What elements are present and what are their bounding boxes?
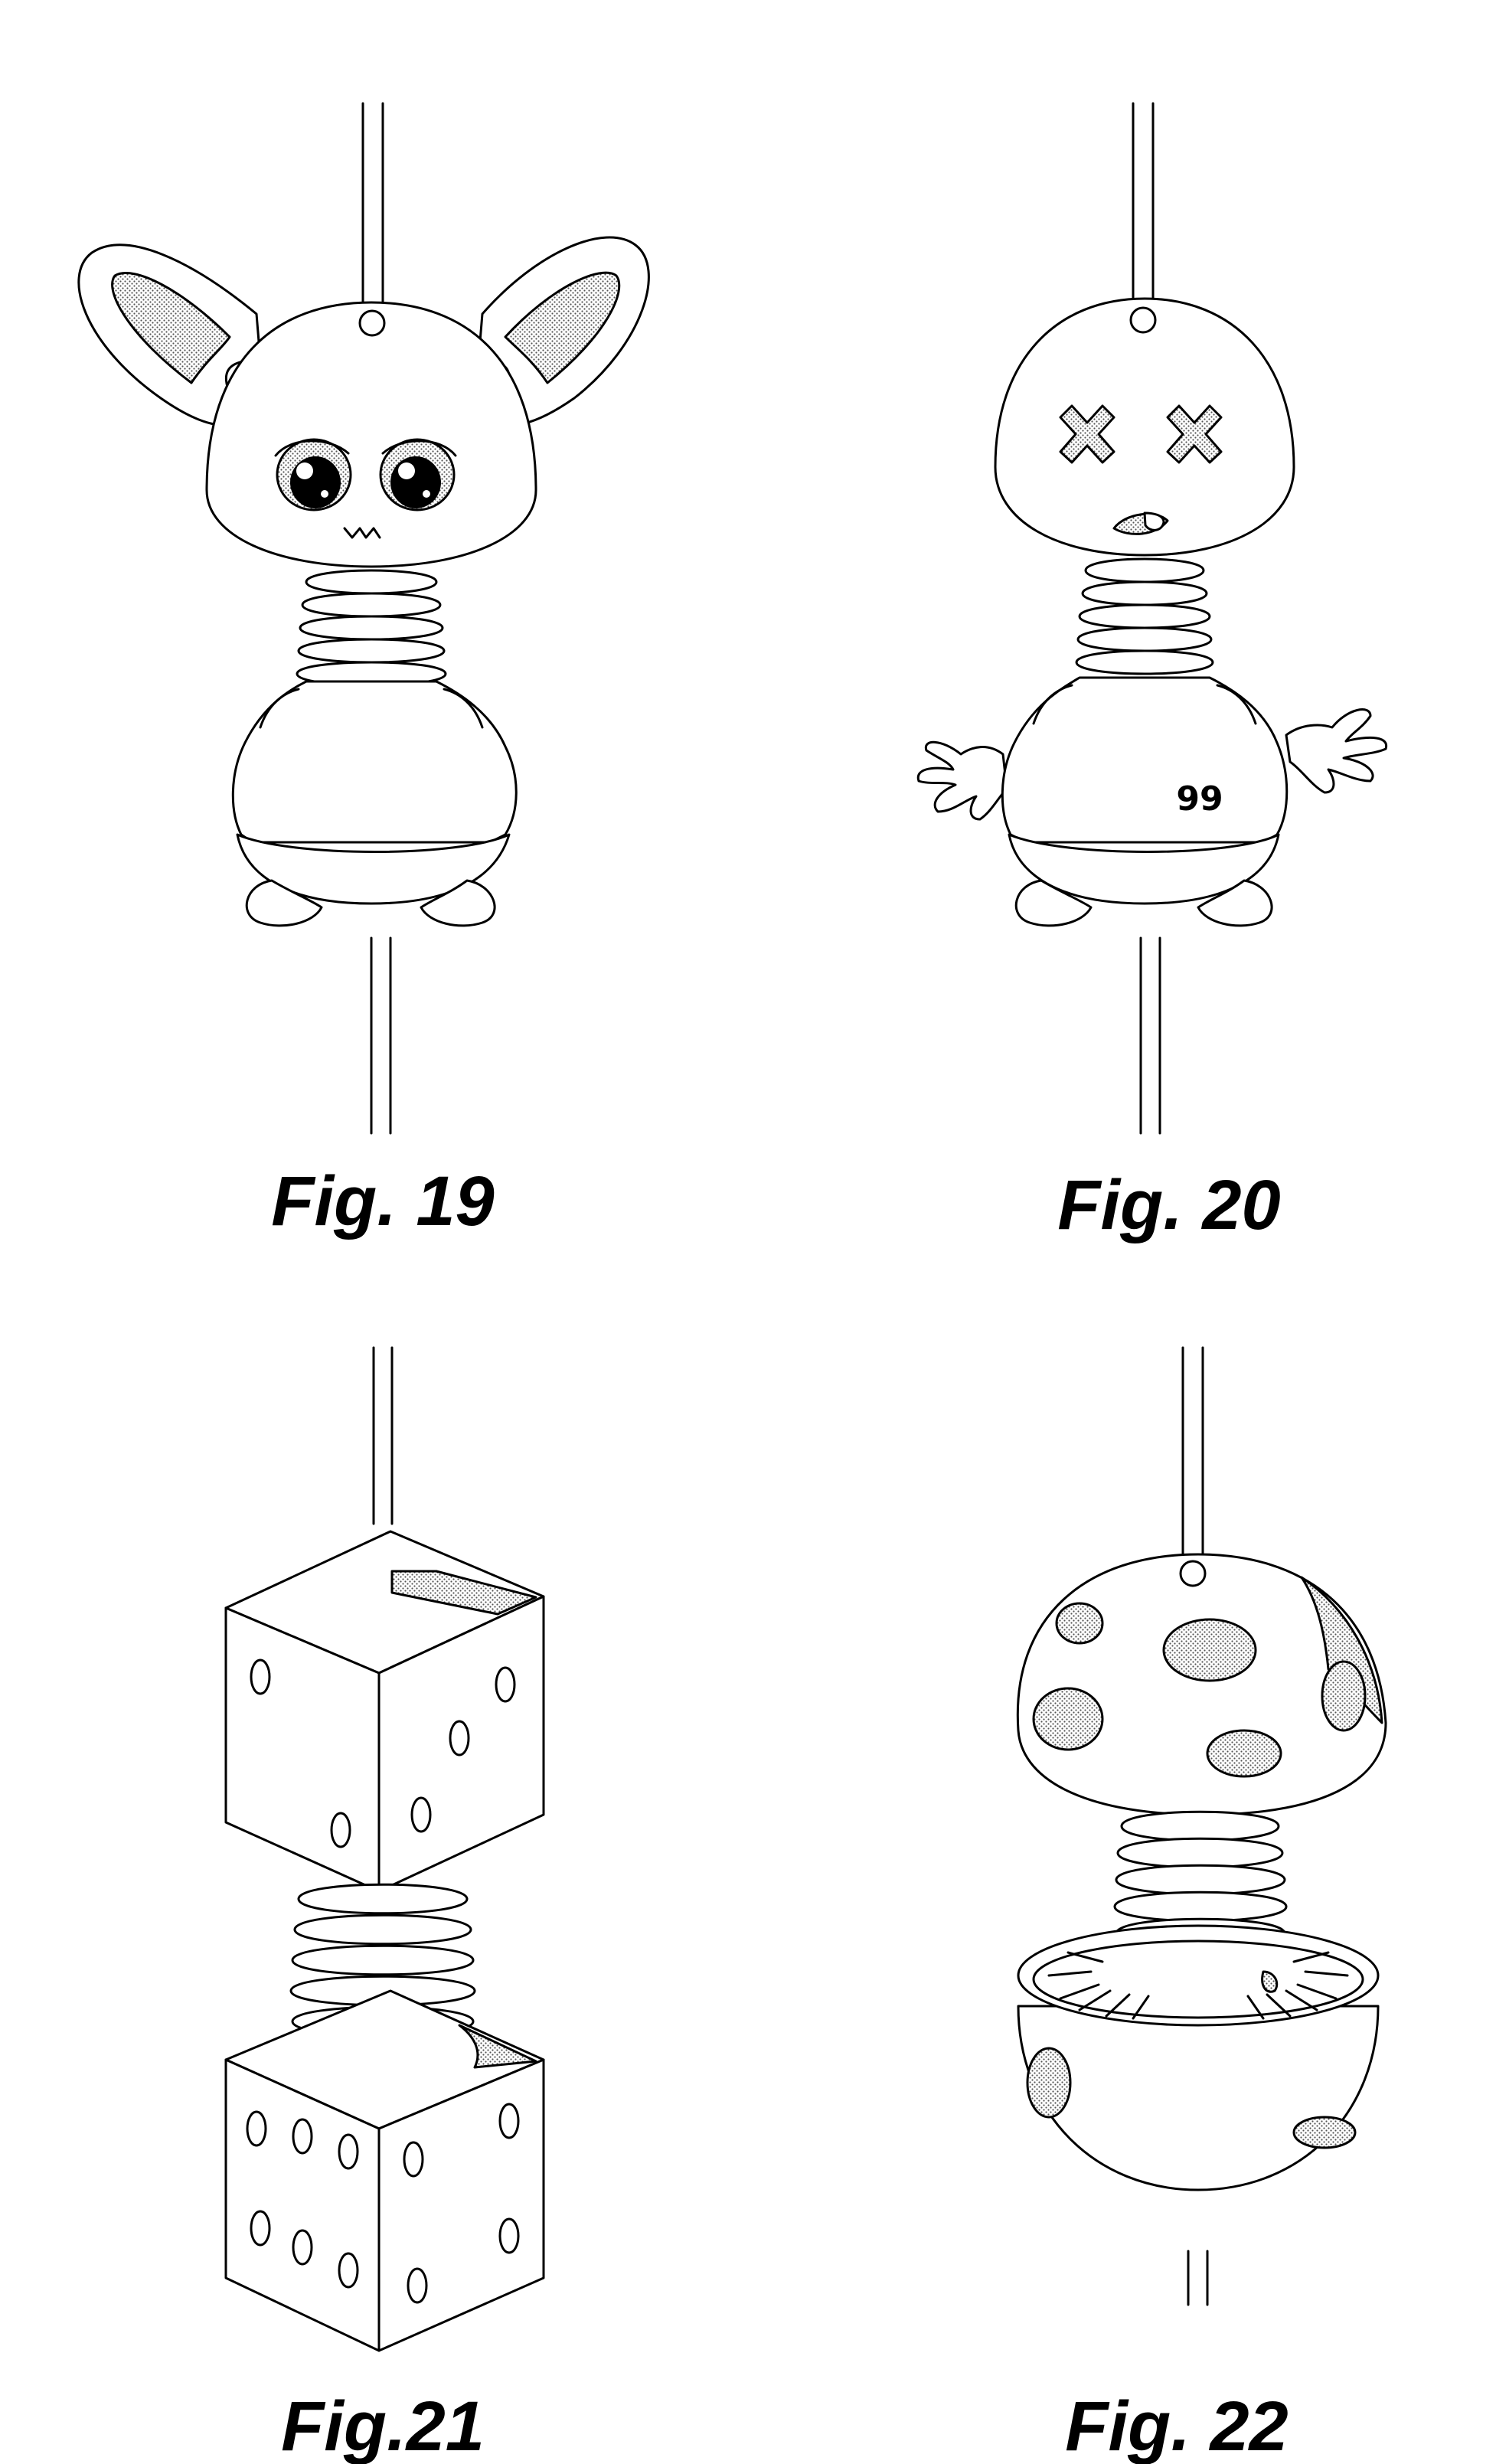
left-hand — [918, 742, 1007, 819]
string-hole — [1181, 1561, 1205, 1586]
string-rod-top — [1133, 103, 1153, 318]
tongue — [1145, 513, 1164, 530]
cap-spot — [1322, 1662, 1365, 1730]
pip — [293, 2230, 312, 2264]
body-number-label: 99 — [1176, 779, 1223, 819]
figure-19-bunny: Fig. 19 — [79, 103, 649, 1240]
figure-21-dice: Fig.21 — [226, 1348, 544, 2464]
figure-22-caption: Fig. 22 — [1065, 2387, 1288, 2464]
top-die — [226, 1531, 544, 1891]
pip — [500, 2104, 518, 2138]
pip — [500, 2219, 518, 2253]
figure-20-caption: Fig. 20 — [1057, 1166, 1280, 1244]
pip — [332, 1813, 350, 1847]
pip — [496, 1668, 514, 1701]
cap-spot — [1034, 1688, 1102, 1750]
cap-spot — [1057, 1603, 1102, 1643]
left-pupil — [290, 456, 341, 508]
string-rod-bottom — [1188, 2251, 1207, 2305]
right-pupil — [390, 456, 441, 508]
figure-20-character: 99 Fig. 20 — [918, 103, 1386, 1244]
pip — [450, 1721, 469, 1755]
pip — [251, 2211, 269, 2245]
string-rod-top — [374, 1348, 392, 1524]
string-rod-bottom — [1141, 938, 1160, 1133]
pip — [293, 2119, 312, 2153]
string-hole — [1131, 308, 1155, 332]
figure-19-caption: Fig. 19 — [271, 1162, 494, 1240]
figure-21-caption: Fig.21 — [281, 2387, 485, 2464]
pip — [339, 2253, 358, 2287]
pip — [408, 2269, 426, 2302]
mushroom-base — [1018, 2006, 1378, 2190]
cap-spot — [1207, 1730, 1281, 1776]
string-rod-bottom — [371, 938, 390, 1133]
bottom-die — [226, 1991, 544, 2351]
body-upper — [233, 681, 516, 842]
base-spot — [1027, 2048, 1070, 2117]
figure-22-mushroom: Fig. 22 — [1017, 1348, 1386, 2464]
string-hole — [360, 311, 384, 335]
pip — [339, 2135, 358, 2168]
string-rod-top — [1183, 1348, 1203, 1577]
right-hand — [1286, 710, 1387, 792]
spring — [1076, 559, 1213, 674]
pip — [412, 1798, 430, 1832]
pip — [404, 2142, 423, 2176]
cap-spot — [1164, 1619, 1256, 1681]
pip — [251, 1660, 269, 1694]
base-spot — [1294, 2117, 1355, 2148]
pip — [247, 2112, 266, 2145]
